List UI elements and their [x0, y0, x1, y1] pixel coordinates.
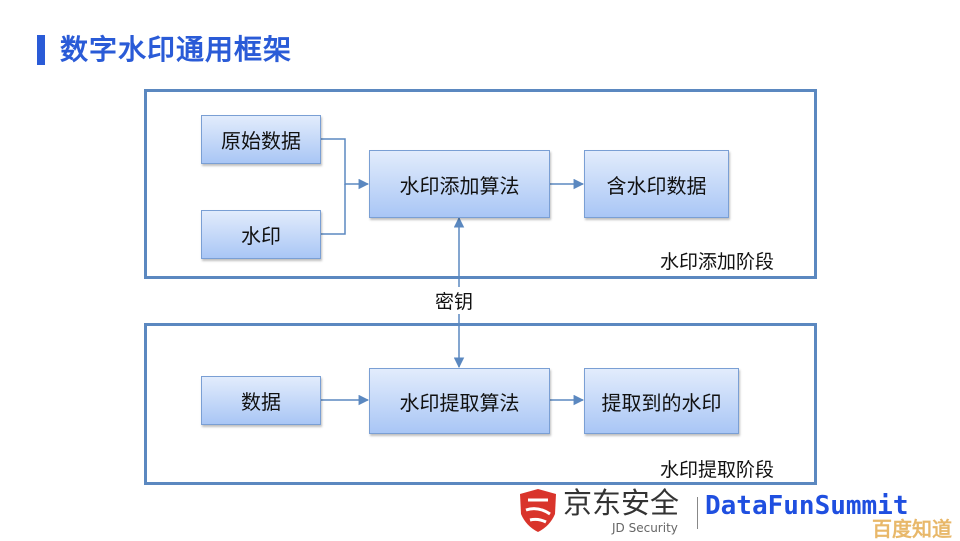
raw-data-box: 原始数据: [201, 115, 321, 164]
key-label: 密钥: [433, 287, 476, 314]
embed-stage-label: 水印添加阶段: [660, 251, 775, 273]
logo-divider: [697, 497, 698, 529]
extract-stage-label: 水印提取阶段: [660, 459, 775, 481]
data-box: 数据: [201, 376, 321, 425]
arrow-raw-to-embed: [320, 138, 370, 190]
extract-algorithm-box: 水印提取算法: [369, 368, 550, 434]
embed-algorithm-box: 水印添加算法: [369, 150, 550, 218]
title-accent-bar: [37, 35, 45, 65]
datafun-logo-text: DataFunSummit: [705, 491, 909, 521]
jd-logo-subtitle: JD Security: [612, 521, 678, 535]
baidu-watermark: 百度知道: [872, 517, 952, 541]
watermarked-data-box: 含水印数据: [584, 150, 729, 218]
jd-logo-text: 京东安全: [563, 486, 680, 520]
extracted-watermark-box: 提取到的水印: [584, 368, 739, 434]
embed-stage-frame: [144, 89, 817, 279]
watermark-box: 水印: [201, 210, 321, 259]
extract-stage-frame: [144, 323, 817, 485]
arrow-watermark-to-embed: [320, 184, 346, 235]
page-title: 数字水印通用框架: [60, 33, 293, 66]
